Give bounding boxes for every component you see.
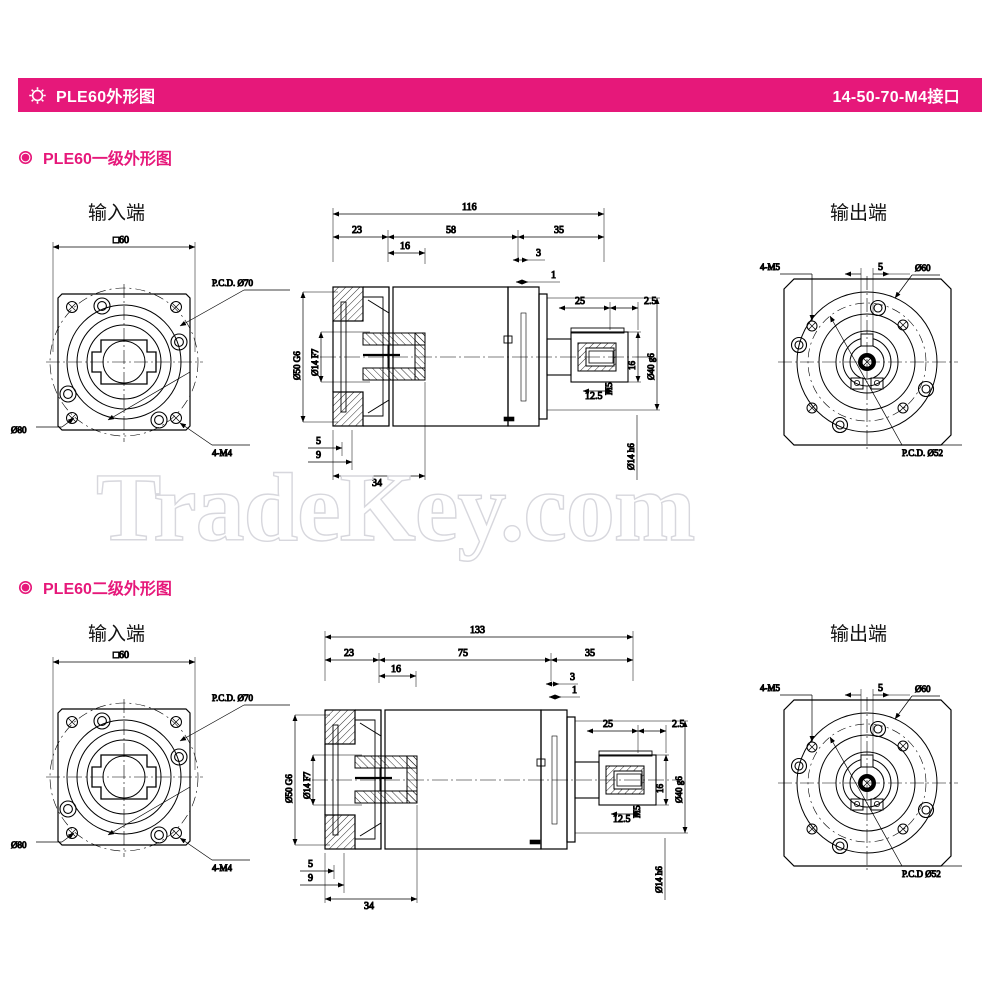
dim-seg-b-2: 75 — [458, 648, 468, 659]
dim-bolts-m5-1: 4-M5 — [760, 262, 780, 272]
dim-12p5-1: 12.5 — [585, 391, 603, 402]
dim-key-5-1: 5 — [878, 262, 883, 273]
dim-16h-1: 16 — [627, 361, 637, 371]
dim-shaft-14-1: Ø14 h6 — [626, 443, 636, 470]
dim-outer-80-1: Ø80 — [11, 425, 27, 435]
dim-outer-80-2: Ø80 — [11, 840, 27, 850]
dim-bore-50-1: Ø50 G6 — [292, 351, 302, 380]
dim-3-1: 3 — [536, 248, 541, 259]
page-title: PLE60外形图 — [56, 89, 156, 106]
dim-2p5-1: 2.5 — [644, 296, 657, 307]
dim-pcd-52-2: P.C.D Ø52 — [902, 869, 941, 879]
dim-bolts-m5-2: 4-M5 — [760, 683, 780, 693]
spec-label: 14-50-70-M4接口 — [832, 89, 960, 106]
dim-bore-14-2: Ø14 F7 — [302, 771, 312, 799]
drawing-svg-stage-1: □60 — [11, 202, 962, 490]
dim-pcd-70-1: P.C.D. Ø70 — [212, 278, 254, 288]
input-end-view-2: □60 — [11, 650, 290, 874]
dim-5-2: 5 — [308, 859, 313, 870]
dim-total-2: 133 — [470, 625, 485, 636]
dim-16h-2: 16 — [655, 784, 665, 794]
dim-seg-a-1: 23 — [352, 225, 362, 236]
dim-bore-14-1: Ø14 F7 — [310, 348, 320, 376]
dim-pilot-60-2: Ø60 — [915, 684, 931, 694]
drawing-stage-1: 输入端 输出端 □60 — [0, 180, 1000, 550]
dim-total-1: 116 — [462, 202, 477, 213]
drawing-svg-stage-2: □60 — [11, 625, 962, 913]
dim-5-1: 5 — [316, 436, 321, 447]
section-heading-stage-1: PLE60一级外形图 — [18, 145, 172, 169]
section-view-2: 133 23 75 35 16 3 1 — [284, 625, 688, 913]
dim-seg-b-1: 58 — [446, 225, 456, 236]
svg-text:□60: □60 — [113, 650, 129, 661]
section-label: PLE60一级外形图 — [43, 151, 172, 168]
ring-icon — [18, 150, 33, 165]
dim-seg-c-1: 35 — [554, 225, 564, 236]
dim-2p5-2: 2.5 — [672, 719, 685, 730]
dim-3-2: 3 — [570, 672, 575, 683]
page-title-bar: PLE60外形图 14-50-70-M4接口 — [18, 78, 982, 112]
output-end-view-2: 5 4-M5 Ø60 P.C.D Ø52 — [760, 683, 962, 880]
section-heading-stage-2: PLE60二级外形图 — [18, 575, 172, 599]
input-end-view-1: □60 — [11, 235, 290, 459]
dim-bolts-m4-2: 4-M4 — [212, 863, 232, 873]
dim-bore-50-2: Ø50 G6 — [284, 774, 294, 803]
title-bar-left: PLE60外形图 — [18, 83, 155, 107]
dim-25-2: 25 — [603, 719, 613, 730]
dim-shaft-40-1: Ø40 g6 — [646, 353, 656, 380]
view-label-output-1: 输出端 — [830, 203, 888, 224]
output-end-view-1: 5 4-M5 Ø60 P.C.D. Ø52 — [760, 262, 962, 459]
dim-pcd-70-2: P.C.D. Ø70 — [212, 693, 254, 703]
dim-34-2: 34 — [364, 901, 374, 912]
ring-icon — [18, 580, 33, 595]
dim-1-1: 1 — [551, 270, 556, 281]
dim-9-1: 9 — [316, 450, 321, 461]
view-label-input-2: 输入端 — [88, 624, 146, 645]
dim-key-5-2: 5 — [878, 683, 883, 694]
dim-seg-c-2: 35 — [585, 648, 595, 659]
view-label-input-1: 输入端 — [88, 203, 146, 224]
dim-9-2: 9 — [308, 873, 313, 884]
svg-text:□60: □60 — [113, 235, 129, 246]
dim-pilot-60-1: Ø60 — [915, 263, 931, 273]
dim-pcd-52-1: P.C.D. Ø52 — [902, 448, 943, 458]
view-label-output-2: 输出端 — [830, 624, 888, 645]
dim-12p5-2: 12.5 — [613, 814, 631, 825]
section-label: PLE60二级外形图 — [43, 581, 172, 598]
dim-thread-m5-2: M5 — [632, 805, 642, 818]
dim-seg-a-2: 23 — [344, 648, 354, 659]
dim-16-1: 16 — [400, 241, 410, 252]
dim-34-1: 34 — [372, 478, 382, 489]
dim-25-1: 25 — [575, 296, 585, 307]
section-view-1: 116 23 58 35 16 3 — [292, 202, 660, 490]
dim-16-2: 16 — [391, 664, 401, 675]
dim-bolts-m4-1: 4-M4 — [212, 448, 232, 458]
drawing-stage-2: 输入端 输出端 □60 — [0, 605, 1000, 955]
gear-icon — [28, 86, 47, 105]
dim-thread-m5-1: M5 — [604, 382, 614, 395]
dim-shaft-14-2: Ø14 h6 — [654, 866, 664, 893]
dim-1-2: 1 — [572, 685, 577, 696]
dim-shaft-40-2: Ø40 g6 — [674, 776, 684, 803]
